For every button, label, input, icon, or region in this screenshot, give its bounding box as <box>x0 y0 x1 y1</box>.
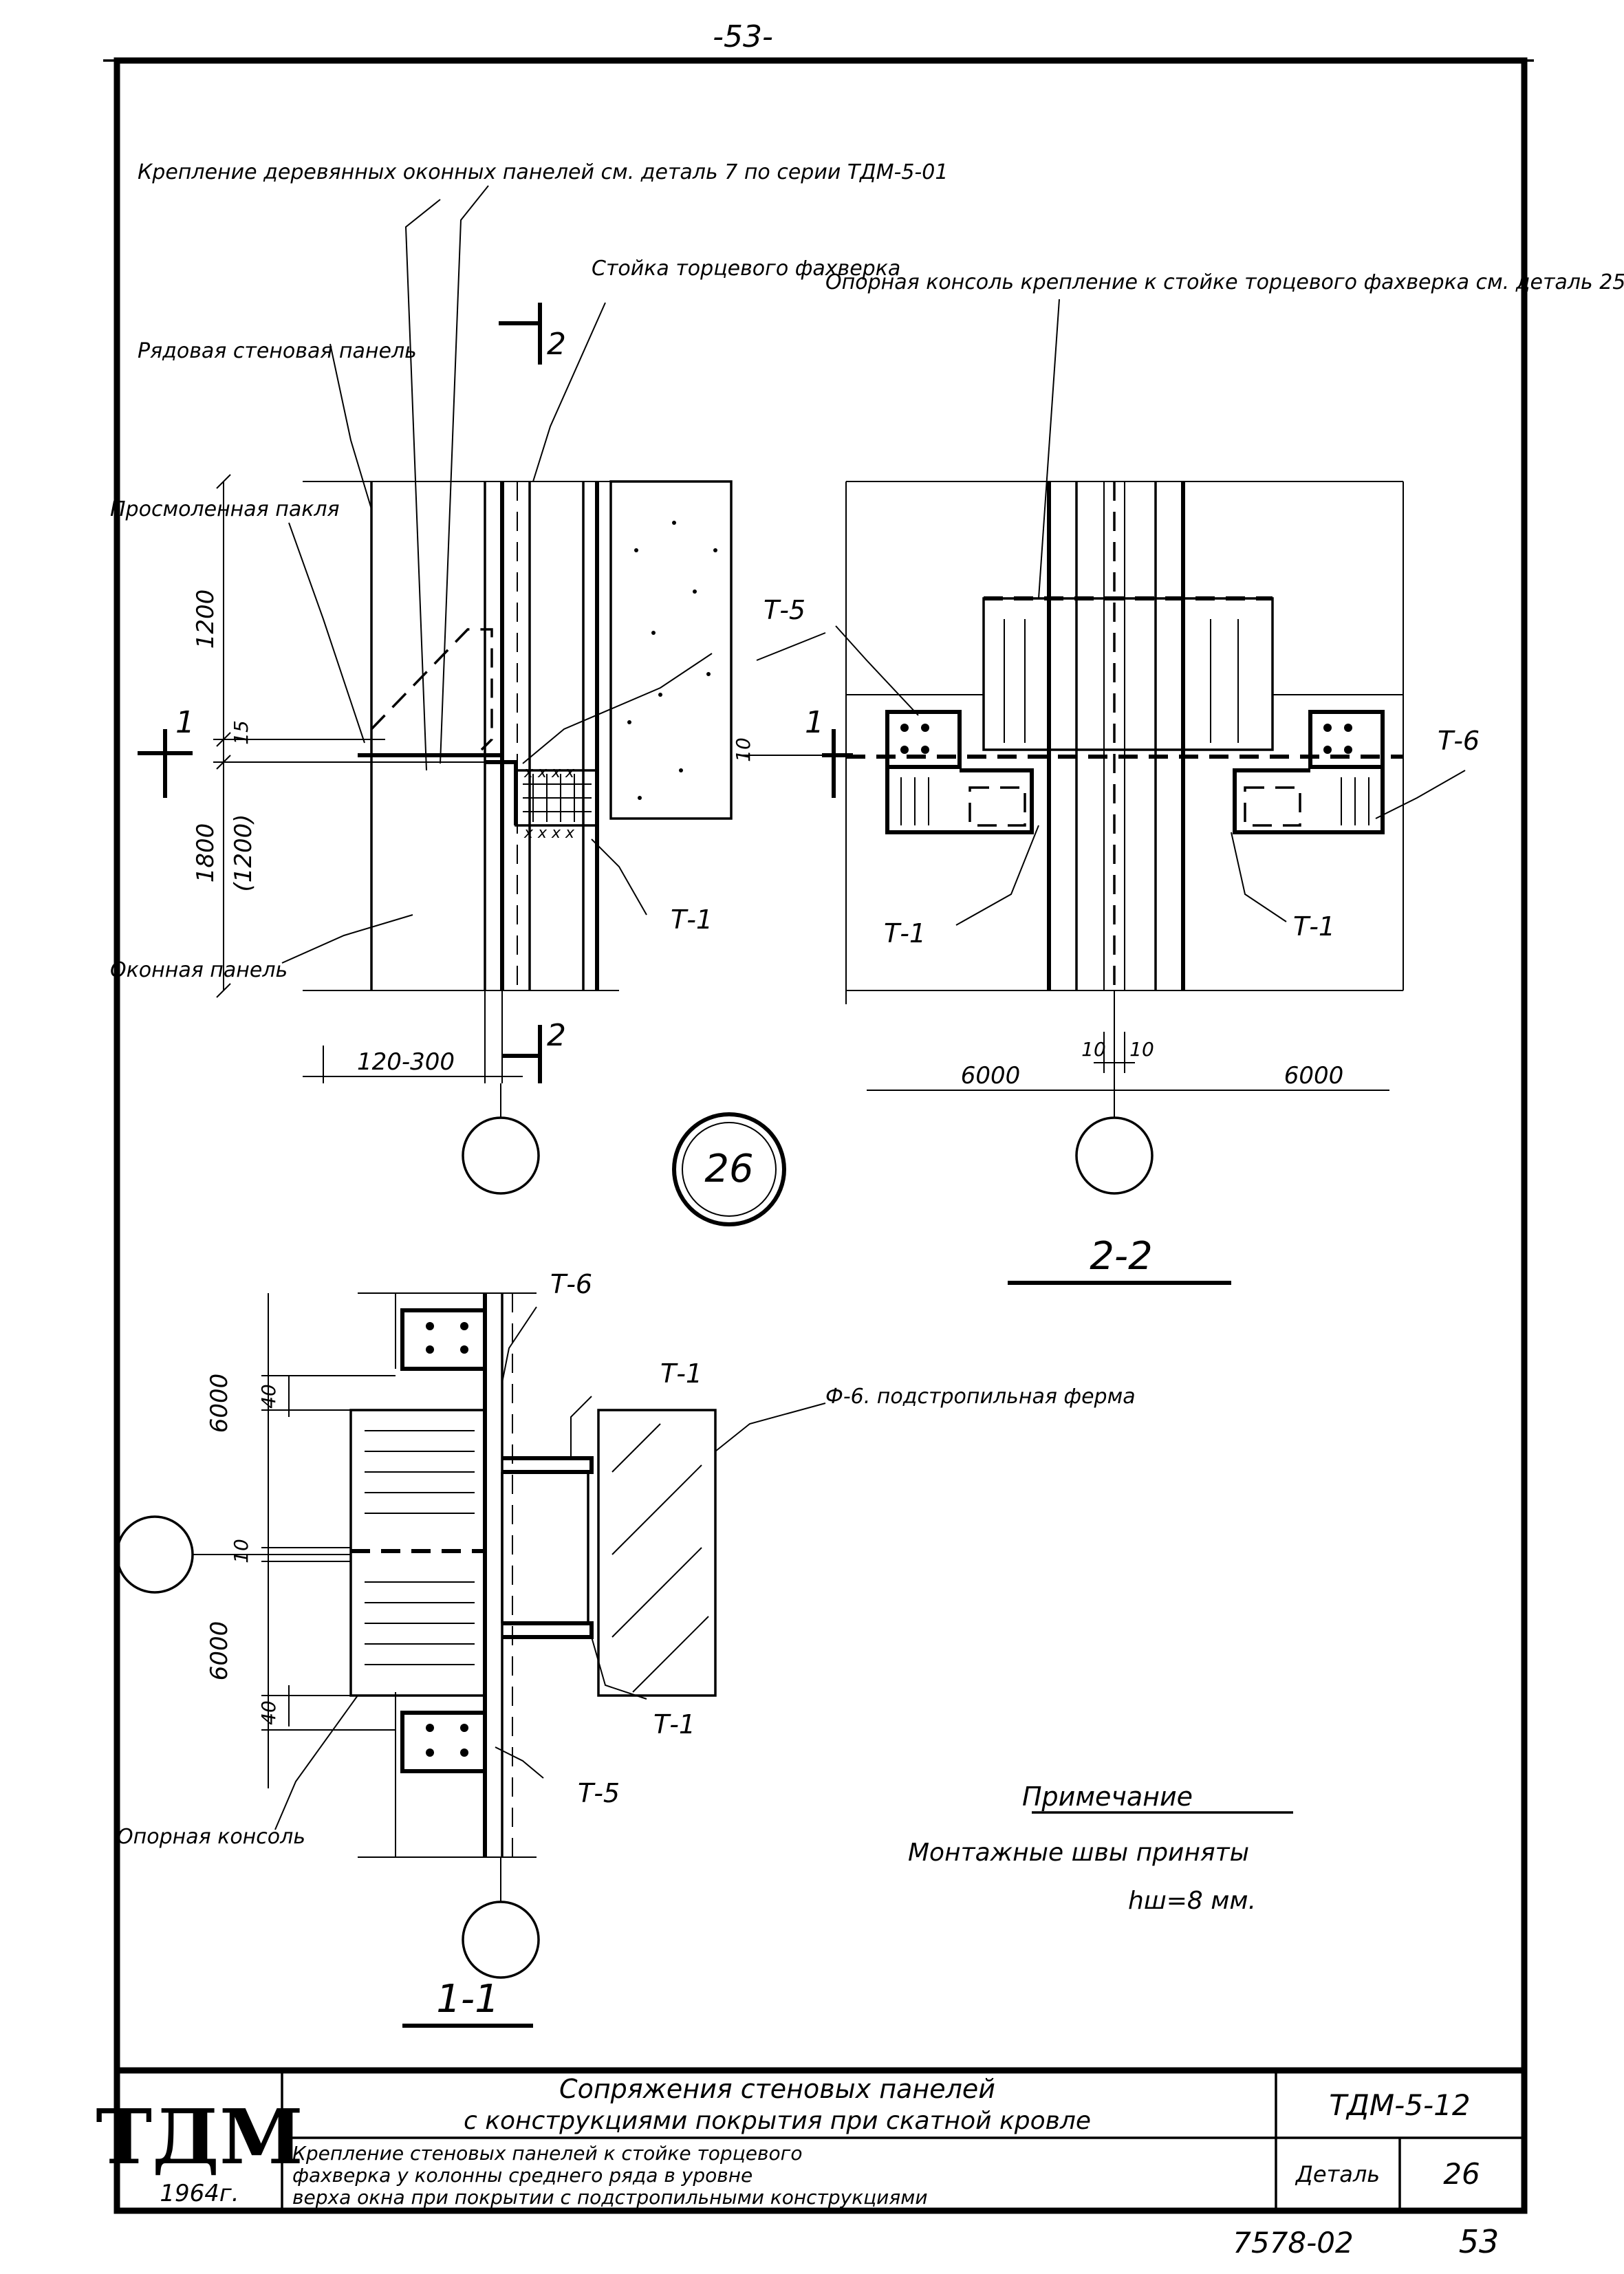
bottom-page-number: 53 <box>1459 2223 1500 2260</box>
title-line-1: Сопряжения стеновых панелей <box>559 2074 995 2104</box>
section-2-2-labels: Опорная консоль крепление к стойке торце… <box>732 270 1624 1279</box>
section-2-2-title: 2-2 <box>1090 1234 1152 1279</box>
callout-support-bracket-fixing: Опорная консоль крепление к стойке торце… <box>825 270 1624 294</box>
detail-number-marker: 26 <box>672 1112 786 1226</box>
callout-row-wall-panel: Рядовая стеновая панель <box>138 339 417 363</box>
logo-tdm: ТДМ <box>96 2092 303 2181</box>
dim-10-plan: 10 <box>230 1539 252 1563</box>
mark-t6-plan: Т-6 <box>550 1269 592 1299</box>
left-detail-labels: Крепление деревянных оконных панелей см.… <box>110 160 948 1076</box>
desc-line-1: Крепление стеновых панелей к стойке торц… <box>292 2142 802 2165</box>
svg-text:x x x x: x x x x <box>523 825 575 842</box>
mark-t5-mid: Т-5 <box>764 595 805 625</box>
mark-t1-right-a: Т-1 <box>884 918 926 949</box>
mark-t6-right: Т-6 <box>1438 726 1480 756</box>
callout-support-bracket: Опорная консоль <box>117 1825 305 1849</box>
desc-line-2: фахверка у колонны среднего ряда в уровн… <box>292 2164 753 2187</box>
dim-6000-b: 6000 <box>1284 1062 1344 1090</box>
mark-t5-plan: Т-5 <box>578 1778 620 1808</box>
left-detail: x x x x x x x x <box>138 185 826 1195</box>
mark-t1-plan-bottom: Т-1 <box>653 1709 695 1740</box>
dim-40-a: 40 <box>257 1384 280 1409</box>
dim-1200-bracket: (1200) <box>230 814 257 891</box>
dim-10-right: 10 <box>732 737 755 762</box>
bottom-doc-number: 7578-02 <box>1233 2226 1354 2260</box>
dim-1800: 1800 <box>192 823 219 883</box>
desc-line-3: верха окна при покрытии с подстропильным… <box>292 2186 928 2209</box>
callout-window-panel: Оконная панель <box>110 958 288 982</box>
mark-t1-plan-top: Т-1 <box>660 1358 702 1389</box>
page-number-top: -53- <box>713 19 773 54</box>
detail-label: Деталь <box>1295 2161 1380 2187</box>
title-block-year: 1964г. <box>160 2180 239 2207</box>
note-line-2: hш=8 мм. <box>1128 1887 1256 1915</box>
detail-number: 26 <box>704 1147 753 1191</box>
callout-truss: Ф-6. подстропильная ферма <box>825 1385 1136 1409</box>
dim-10-a: 10 <box>1081 1038 1106 1061</box>
callout-end-post: Стойка торцевого фахверка <box>592 257 900 281</box>
dim-6000-a: 6000 <box>961 1062 1021 1090</box>
dim-6000-c: 6000 <box>206 1374 233 1433</box>
callout-wood-panel-fixing: Крепление деревянных оконных панелей см.… <box>138 160 948 184</box>
svg-text:x x x x: x x x x <box>523 764 575 781</box>
dim-15: 15 <box>230 720 252 745</box>
section-1-1 <box>116 1292 826 2028</box>
mark-t1-left: Т-1 <box>671 905 713 935</box>
section-1-1-title: 1-1 <box>436 1977 499 2022</box>
sheet-frame <box>103 57 1534 2214</box>
title-line-2: с конструкциями покрытия при скатной кро… <box>464 2107 1091 2135</box>
series-code: ТДМ-5-12 <box>1329 2088 1470 2122</box>
cut-mark-2-bottom: 2 <box>547 1018 566 1053</box>
detail-value: 26 <box>1443 2157 1480 2191</box>
dim-120-300: 120-300 <box>357 1048 455 1076</box>
dim-10-b: 10 <box>1129 1038 1154 1061</box>
callout-tarred-tow: Просмоленная пакля <box>110 497 340 521</box>
section-1-1-labels: Т-6 Т-1 Т-1 Т-5 Ф-6. подстропильная ферм… <box>117 1269 1136 2022</box>
section-2-2 <box>739 299 1466 1285</box>
note-line-1: Монтажные швы приняты <box>908 1839 1249 1867</box>
cut-mark-1-left: 1 <box>175 705 195 740</box>
cut-mark-2-top: 2 <box>547 327 566 362</box>
dim-1200: 1200 <box>192 589 219 649</box>
dim-6000-d: 6000 <box>206 1621 233 1681</box>
dim-40-b: 40 <box>257 1700 280 1725</box>
note: Примечание Монтажные швы приняты hш=8 мм… <box>908 1782 1293 1915</box>
note-heading: Примечание <box>1022 1782 1193 1812</box>
cut-mark-1-right: 1 <box>805 705 824 740</box>
mark-t1-right-b: Т-1 <box>1293 911 1335 942</box>
title-block: ТДМ 1964г. Сопряжения стеновых панелей с… <box>96 2067 1524 2211</box>
